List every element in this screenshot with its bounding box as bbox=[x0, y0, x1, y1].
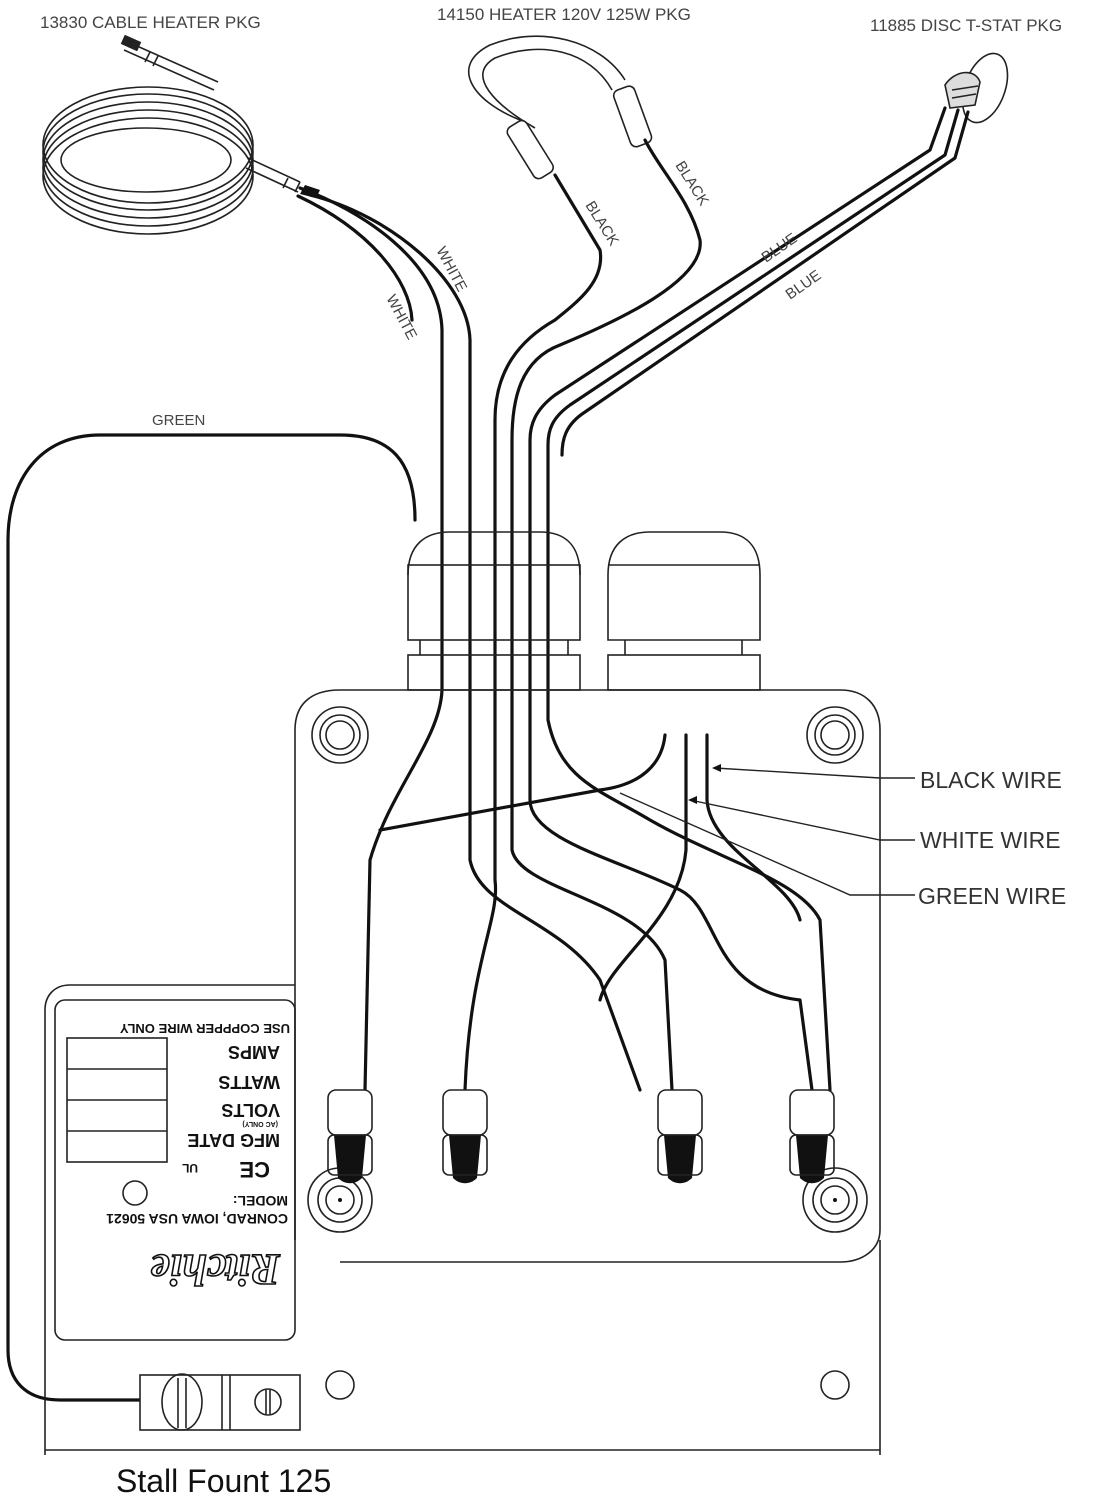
callout-black-wire: BLACK WIRE bbox=[920, 767, 1062, 793]
cable-heater-coil bbox=[42, 34, 320, 235]
wire-blue-1 bbox=[528, 106, 947, 1092]
nameplate-volts: VOLTS bbox=[221, 1100, 280, 1120]
wire-label-black-2: BLACK bbox=[672, 158, 712, 209]
nameplate: USE COPPPER WIRE ONLY AMPS WATTS VOLTS (… bbox=[54, 999, 296, 1341]
wire-white-1 bbox=[298, 186, 444, 1092]
cable-gland-right bbox=[607, 531, 761, 691]
wire-green bbox=[6, 433, 417, 1402]
base-plate bbox=[44, 984, 881, 1455]
callout-leader-black bbox=[714, 767, 915, 779]
ul-mark: UL bbox=[182, 1161, 198, 1175]
wire-black-1 bbox=[463, 173, 603, 1092]
cable-gland-left bbox=[407, 531, 581, 691]
junction-box bbox=[294, 689, 881, 1263]
nameplate-volts-sub: (AC ONLY) bbox=[242, 1120, 278, 1127]
wire-white-2 bbox=[308, 193, 642, 1092]
wire-white-tail bbox=[296, 194, 414, 322]
ce-mark: CE bbox=[239, 1157, 270, 1182]
brand-logo: Ritchie bbox=[150, 1245, 281, 1294]
callout-leader-white bbox=[689, 799, 915, 841]
cord-white-wire bbox=[598, 733, 688, 1002]
wire-nuts bbox=[327, 1089, 835, 1184]
callout-green-wire: GREEN WIRE bbox=[918, 883, 1066, 909]
nameplate-mfg-date: MFG DATE bbox=[187, 1130, 280, 1150]
nameplate-watts: WATTS bbox=[218, 1072, 280, 1092]
callout-white-wire: WHITE WIRE bbox=[920, 827, 1061, 853]
ground-lug bbox=[139, 1373, 301, 1431]
wire-label-black-1: BLACK bbox=[582, 198, 622, 249]
cable-heater-label: 13830 CABLE HEATER PKG bbox=[40, 13, 261, 32]
callout-leader-green bbox=[619, 792, 915, 896]
diagram-caption: Stall Fount 125 bbox=[116, 1463, 331, 1499]
thermostat-label: 11885 DISC T-STAT PKG bbox=[870, 16, 1062, 35]
nameplate-amps: AMPS bbox=[228, 1042, 280, 1062]
wire-blue-2 bbox=[546, 108, 960, 1092]
nameplate-notice: USE COPPPER WIRE ONLY bbox=[120, 1021, 290, 1036]
cord-black-wire bbox=[705, 733, 802, 922]
nameplate-model: MODEL: bbox=[233, 1193, 288, 1209]
heater-label: 14150 HEATER 120V 125W PKG bbox=[437, 5, 691, 24]
thermostat-disc bbox=[944, 52, 1009, 124]
nameplate-address: CONRAD, IOWA USA 50621 bbox=[106, 1211, 288, 1227]
wire-blue-3 bbox=[560, 110, 970, 457]
wire-label-blue-1: BLUE bbox=[759, 230, 801, 266]
heater-element bbox=[468, 35, 653, 180]
wire-label-green: GREEN bbox=[152, 412, 205, 429]
cord-green-wire bbox=[378, 733, 667, 832]
wire-black-2 bbox=[510, 138, 702, 1092]
wire-label-white-1: WHITE bbox=[382, 292, 420, 343]
